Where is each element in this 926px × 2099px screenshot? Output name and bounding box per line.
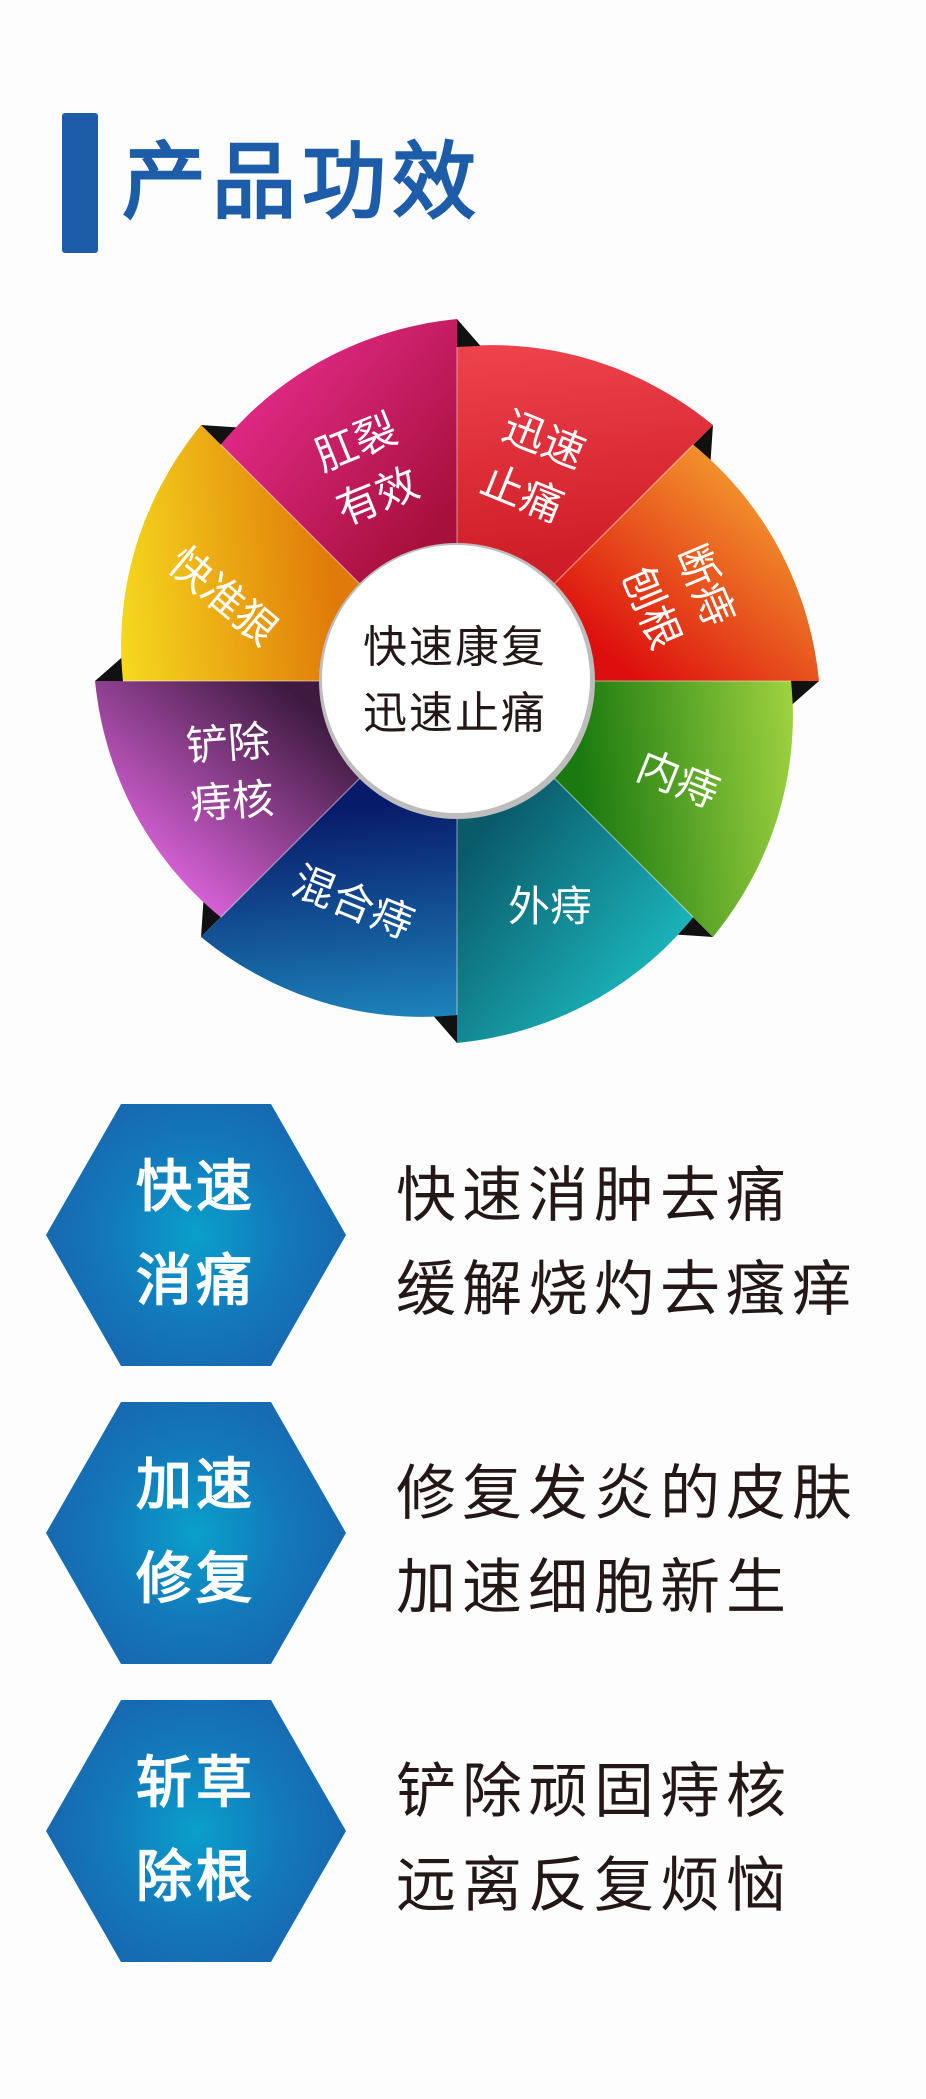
desc-line: 快速消肿去痛 — [396, 1161, 792, 1231]
badge-line: 消痛 — [136, 1249, 256, 1314]
segment-label-line: 外痔 — [507, 882, 592, 931]
segment-label-line: 铲除 — [184, 716, 272, 771]
wheel-center-text: 快速康复 迅速止痛 — [330, 615, 580, 747]
badge-line: 修复 — [136, 1547, 256, 1612]
fold-shadow — [693, 425, 713, 461]
badge-line: 除根 — [136, 1845, 256, 1910]
desc-line: 加速细胞新生 — [396, 1553, 792, 1623]
segment-label-line: 痔核 — [188, 774, 276, 829]
desc-line: 远离反复烦恼 — [396, 1851, 792, 1921]
fold-shadow — [201, 425, 237, 445]
hexagon-badge-text: 斩草 除根 — [46, 1700, 346, 1962]
benefit-description: 修复发炎的皮肤 加速细胞新生 — [396, 1447, 858, 1635]
benefit-row-root-removal: 斩草 除根 铲除顽固痔核 远离反复烦恼 — [0, 1700, 926, 1962]
badge-line: 快速 — [136, 1155, 256, 1220]
desc-line: 缓解烧灼去瘙痒 — [396, 1255, 858, 1325]
title-accent-bar — [62, 113, 98, 253]
fold-shadow — [201, 901, 221, 937]
hexagon-badge-text: 加速 修复 — [46, 1402, 346, 1664]
badge-line: 加速 — [136, 1453, 256, 1518]
benefit-description: 铲除顽固痔核 远离反复烦恼 — [396, 1745, 792, 1933]
fold-shadow — [95, 657, 123, 681]
fold-shadow — [677, 917, 713, 937]
center-circle — [322, 545, 590, 813]
fold-shadow — [433, 1015, 457, 1043]
center-line: 快速康复 — [363, 622, 547, 673]
desc-line: 修复发炎的皮肤 — [396, 1459, 858, 1529]
desc-line: 铲除顽固痔核 — [396, 1757, 792, 1827]
hexagon-badge-text: 快速 消痛 — [46, 1104, 346, 1366]
efficacy-wheel: 迅速 止痛 断痔 刨根 内痔 外痔 混合痔 铲除 痔核 快准狠 肛裂 有效 快速… — [95, 319, 819, 1043]
segment-label-remove-core: 铲除 痔核 — [166, 711, 294, 835]
benefit-description: 快速消肿去痛 缓解烧灼去瘙痒 — [396, 1149, 858, 1337]
segment-label-external-hemorrhoids: 外痔 — [495, 878, 605, 936]
page-title: 产品功效 — [122, 133, 483, 231]
fold-shadow — [457, 319, 481, 347]
wheel-graphic — [95, 319, 819, 1043]
center-line: 迅速止痛 — [363, 688, 547, 739]
benefit-row-fast-relief: 快速 消痛 快速消肿去痛 缓解烧灼去瘙痒 — [0, 1104, 926, 1366]
benefit-row-accelerated-repair: 加速 修复 修复发炎的皮肤 加速细胞新生 — [0, 1402, 926, 1664]
fold-shadow — [791, 681, 819, 705]
badge-line: 斩草 — [136, 1751, 256, 1816]
